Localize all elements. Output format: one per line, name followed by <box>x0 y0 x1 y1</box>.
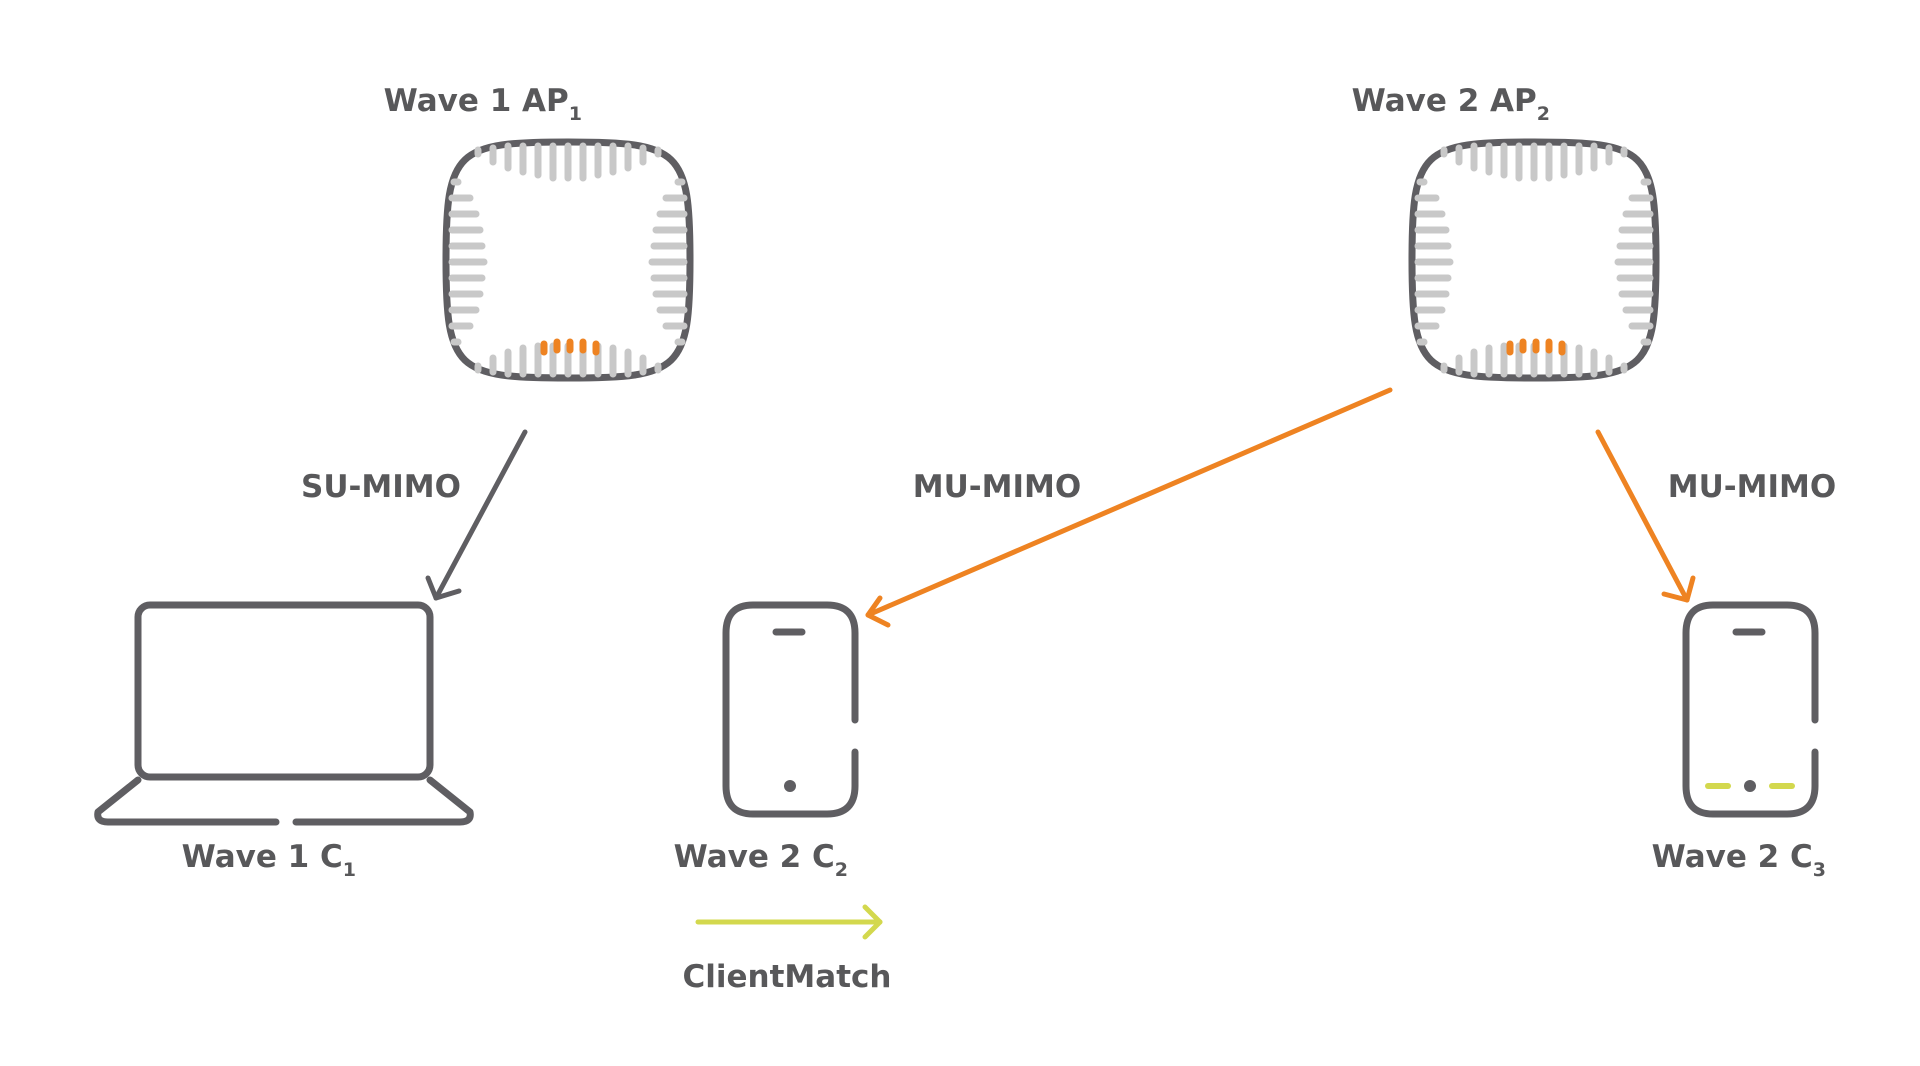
c3-smartphone-icon <box>1682 601 1819 818</box>
mu-mimo-left-label: MU-MIMO <box>913 469 1081 505</box>
su-mimo-label: SU-MIMO <box>301 469 461 505</box>
ap2-subscript: 2 <box>1537 103 1550 125</box>
ap2-label: Wave 2 AP2 <box>1352 83 1550 125</box>
c2-node: Wave 2 C2 <box>674 601 859 881</box>
ap2-node: Wave 2 AP2 <box>1352 83 1656 378</box>
laptop-icon <box>94 601 474 826</box>
clientmatch-label: ClientMatch <box>683 959 892 995</box>
c1-label: Wave 1 C1 <box>182 839 356 881</box>
ap1-label: Wave 1 AP1 <box>384 83 582 125</box>
mu-mimo-right-label: MU-MIMO <box>1668 469 1836 505</box>
c1-node: Wave 1 C1 <box>94 601 474 881</box>
clientmatch-arrow <box>695 904 883 940</box>
ap1-access-point-icon <box>446 142 690 378</box>
su-mimo-link <box>425 429 528 601</box>
c2-subscript: 2 <box>835 859 848 881</box>
c2-smartphone-icon <box>722 601 859 818</box>
c3-label: Wave 2 C3 <box>1652 839 1826 881</box>
ap1-subscript: 1 <box>569 103 582 125</box>
mu-mimo-link-c2 <box>865 387 1393 628</box>
mu-mimo-link-c3 <box>1595 429 1696 603</box>
c1-subscript: 1 <box>343 859 356 881</box>
c2-label: Wave 2 C2 <box>674 839 848 881</box>
ap1-node: Wave 1 AP1 <box>384 83 690 378</box>
ap2-access-point-icon <box>1412 142 1656 378</box>
c3-node: Wave 2 C3 <box>1652 601 1826 881</box>
c3-subscript: 3 <box>1813 859 1826 881</box>
